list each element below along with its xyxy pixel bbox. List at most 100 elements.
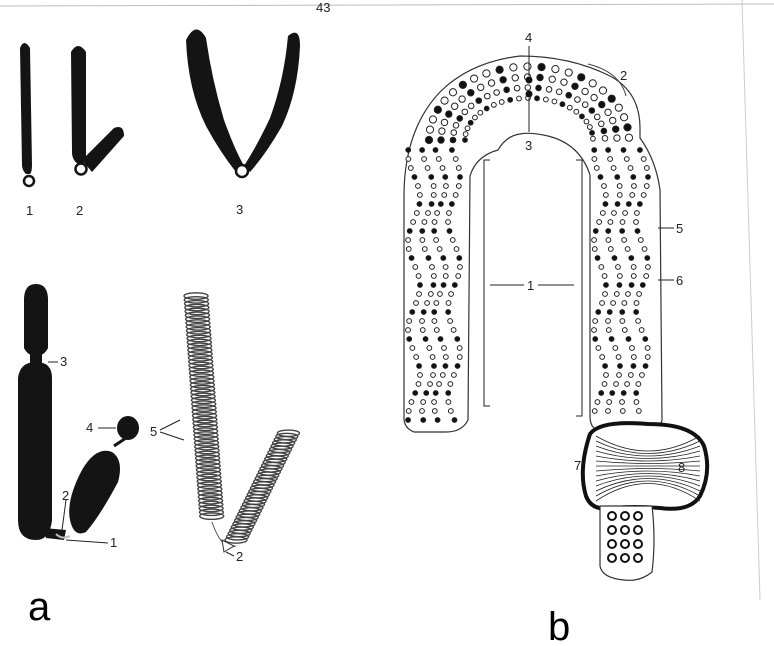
chromomere [407, 229, 412, 234]
chromomere [560, 102, 565, 107]
chromomere [538, 63, 545, 70]
chromomere [457, 346, 462, 351]
chromomere [418, 283, 423, 288]
chromomere [428, 292, 433, 297]
coiled-chromatid-right [225, 430, 299, 543]
chromomere [549, 76, 555, 82]
chromomere [592, 247, 597, 252]
chromomere [645, 355, 650, 360]
chromomere [578, 74, 585, 81]
chromomere [624, 157, 629, 162]
chromomere [643, 364, 648, 369]
chromomere [612, 126, 618, 132]
chromomere [611, 166, 616, 171]
chromomere [508, 97, 513, 102]
chromomere [524, 63, 531, 70]
chromomere [629, 256, 634, 261]
chromomere [456, 184, 461, 189]
chromomere [413, 391, 418, 396]
chromomere [448, 409, 453, 414]
chromomere [600, 301, 605, 306]
chromomere [634, 310, 639, 315]
callout-b6: 6 [676, 273, 683, 288]
chromomere [406, 238, 411, 243]
satellite-bead [621, 540, 629, 548]
chromomere [606, 319, 611, 324]
callout-a2: 2 [62, 488, 69, 503]
chromomere [603, 202, 608, 207]
bracket-left [484, 160, 490, 406]
chromomere [611, 301, 616, 306]
page-right-edge [742, 0, 760, 600]
chromomere [625, 134, 632, 141]
chromomere [484, 93, 490, 99]
chromomere [640, 283, 645, 288]
chromomere [438, 137, 444, 143]
panel-a-caption: a [28, 585, 51, 629]
chromomere [565, 69, 572, 76]
chromomere [446, 220, 451, 225]
chromomere [621, 391, 626, 396]
chromomere [443, 355, 448, 360]
callout-line-a5b [160, 432, 184, 440]
chromomere [420, 328, 425, 333]
callout-a4: 4 [86, 420, 93, 435]
chromomere [634, 391, 639, 396]
chromomere [592, 409, 597, 414]
chromomere [594, 166, 599, 171]
chromomere [425, 301, 430, 306]
chromomere [566, 92, 572, 98]
chromomere [592, 328, 597, 333]
chromomere [598, 121, 604, 127]
chromomere [406, 409, 411, 414]
type-label-3: 3 [236, 202, 243, 217]
chromomere [615, 104, 622, 111]
chromomere [595, 400, 600, 405]
chromomere [459, 96, 465, 102]
chromomere [609, 337, 614, 342]
chromomere [414, 355, 419, 360]
chromomere [414, 301, 419, 306]
chromomere [608, 247, 613, 252]
chromomere [637, 202, 642, 207]
chromomere [634, 220, 639, 225]
chromomere [422, 157, 427, 162]
chromomere [443, 364, 448, 369]
chromomere [595, 256, 600, 261]
chromomere [440, 166, 445, 171]
chromomere [420, 229, 425, 234]
callout-b3: 3 [525, 138, 532, 153]
chromomere [476, 98, 482, 104]
chromomere [599, 101, 605, 107]
chromomere [612, 256, 617, 261]
satellite-bead [621, 512, 629, 520]
chromomere [452, 418, 457, 423]
chromomere [429, 116, 436, 123]
chromomere [407, 319, 412, 324]
chromomere [421, 400, 426, 405]
chromomere [639, 328, 644, 333]
chromosome-type-3 [186, 29, 300, 177]
coiled-chromatid-left [184, 293, 224, 520]
chromomere [567, 105, 572, 110]
chromomere [593, 229, 598, 234]
chromomere [552, 66, 559, 73]
chromomere [406, 247, 411, 252]
chromomere [608, 220, 613, 225]
chromomere [625, 382, 630, 387]
chromomere [450, 137, 456, 143]
chromomere [432, 364, 437, 369]
chromomere [406, 418, 411, 423]
chromomere [638, 238, 643, 243]
chromomere [499, 100, 504, 105]
chromomere [424, 391, 429, 396]
chromomere [478, 110, 483, 115]
chromomere [514, 85, 520, 91]
chromomere [590, 130, 595, 135]
chromomere [631, 364, 636, 369]
chromomere [441, 256, 446, 261]
chromosome-type-2 [71, 46, 124, 175]
chromomere [603, 364, 608, 369]
chromomere [448, 382, 453, 387]
chromomere [596, 310, 601, 315]
